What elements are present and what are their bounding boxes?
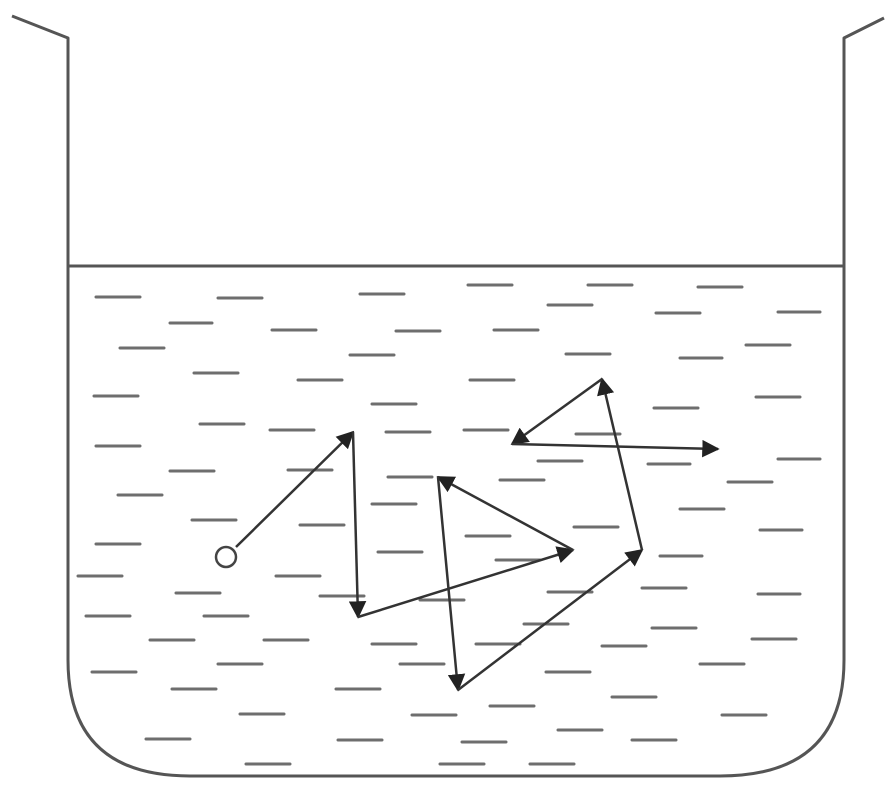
particle-path-segment bbox=[438, 477, 458, 690]
particle-path-segment bbox=[458, 550, 642, 690]
particle-path-segment bbox=[512, 444, 718, 449]
particle-path-segment bbox=[438, 477, 573, 550]
particle-start-icon bbox=[216, 547, 236, 567]
particle-path-segment bbox=[236, 432, 353, 547]
particle-path-segment bbox=[353, 432, 358, 617]
beaker-outline bbox=[12, 16, 884, 776]
liquid-dashes bbox=[78, 285, 820, 764]
particle-path-segment bbox=[358, 550, 573, 617]
particle-path-segment bbox=[602, 379, 642, 550]
